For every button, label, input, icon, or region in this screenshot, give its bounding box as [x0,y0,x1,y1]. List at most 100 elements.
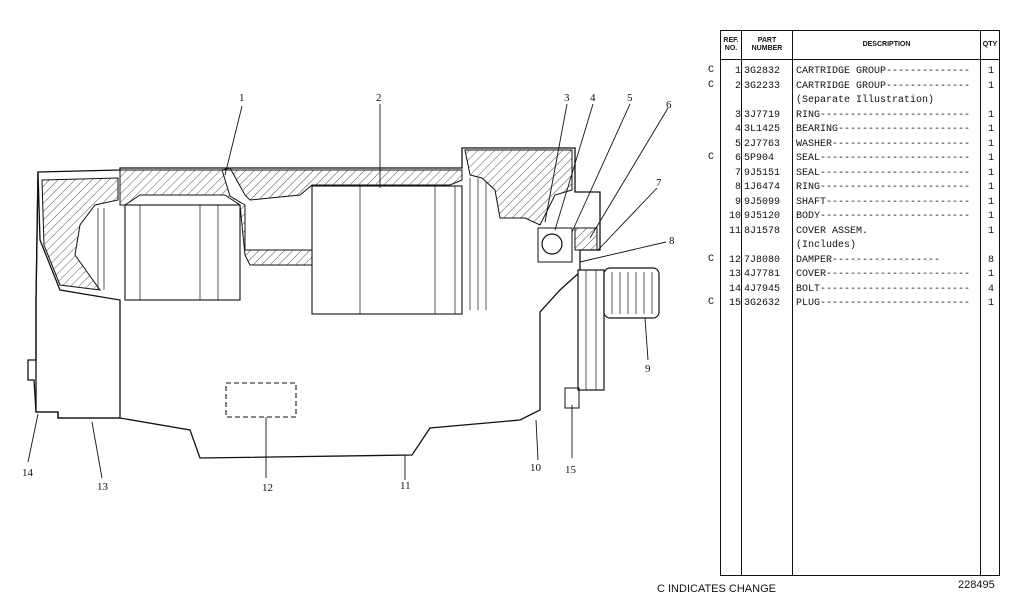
callout-4: 4 [590,92,596,104]
description-cell: CARTRIDGE GROUP-------------- [796,80,971,92]
qty-cell: 1 [987,138,994,150]
change-indicator: C [708,79,715,91]
callout-12: 12 [262,482,273,494]
bearing-ball [541,233,563,255]
part-number-cell: 4J7945 [744,283,781,295]
qty-cell: 1 [987,298,994,309]
callout-15: 15 [565,464,577,476]
table-row: (Separate Illustration) [721,94,1001,108]
description-cell: RING------------------------- [796,182,971,193]
part-number-cell: 9J5120 [744,211,781,222]
qty-cell: 4 [987,283,994,295]
part-number-cell: 3G2632 [744,298,781,309]
description-cell: DAMPER------------------ [796,254,941,266]
part-number-cell: 9J5099 [744,196,781,208]
qty-cell: 1 [987,196,994,208]
qty-cell: 1 [987,225,994,237]
callout-13: 13 [97,481,109,493]
header-ref-no: REF. NO. [721,31,741,60]
callout-10: 10 [530,462,542,474]
callout-8: 8 [669,235,675,247]
description-cell: COVER------------------------ [796,269,971,280]
part-number-cell: 4J7781 [744,269,781,280]
callout-11: 11 [400,480,411,492]
table-row: (Includes) [721,239,1001,253]
ref-cell: 15 [728,298,741,309]
callout-9: 9 [645,363,651,375]
callout-1: 1 [239,92,245,104]
ref-cell: 6 [734,153,741,164]
change-indicator: C [708,253,715,265]
description-cell: (Separate Illustration) [796,95,935,106]
description-cell: BOLT------------------------- [796,283,971,295]
description-cell: COVER ASSEM. [796,225,869,237]
seal-block [574,227,598,251]
part-number-cell: 1J6474 [744,182,781,193]
callout-3: 3 [564,92,570,104]
callout-5: 5 [627,92,633,104]
shaft-spline [603,267,660,319]
drawing-number: 228495 [958,579,995,591]
ref-cell: 12 [728,254,741,266]
description-cell: PLUG------------------------- [796,298,971,309]
description-cell: RING------------------------- [796,109,971,121]
ref-cell: 4 [734,124,741,135]
ref-cell: 3 [734,109,741,121]
ref-cell: 11 [728,225,741,237]
callout-2: 2 [376,92,382,104]
qty-cell: 1 [987,124,994,135]
qty-cell: 1 [987,211,994,222]
damper-outline [225,382,297,418]
ref-cell: 2 [734,80,741,92]
left-cover-hatch [41,177,119,291]
qty-cell: 1 [987,80,994,92]
ref-cell: 13 [728,269,741,280]
left-cover-outline [35,171,121,419]
description-cell: CARTRIDGE GROUP-------------- [796,66,971,77]
cartridge-2 [311,185,463,315]
part-number-cell: 7J8080 [744,254,781,266]
description-cell: (Includes) [796,240,857,251]
qty-cell: 1 [987,153,994,164]
ref-cell: 10 [728,211,741,222]
qty-cell: 1 [987,269,994,280]
description-cell: BODY------------------------- [796,211,971,222]
part-number-cell: 5P904 [744,153,775,164]
pump-section-drawing: 1 2 3 4 5 6 7 8 9 10 11 12 13 14 15 [22,92,675,494]
header-part-number: PART NUMBER [742,31,792,60]
ref-cell: 5 [734,138,741,150]
change-legend: C INDICATES CHANGE [657,583,776,595]
qty-cell: 1 [987,182,994,193]
part-number-cell: 8J1578 [744,225,781,237]
part-number-cell: 3J7719 [744,109,781,121]
description-cell: SEAL------------------------- [796,167,971,179]
description-cell: WASHER----------------------- [796,138,971,150]
ref-cell: 8 [734,182,741,193]
description-cell: SEAL------------------------- [796,153,971,164]
description-cell: BEARING---------------------- [796,124,971,135]
qty-cell: 1 [987,109,994,121]
description-cell: SHAFT------------------------ [796,196,971,208]
cartridge-1 [124,204,241,301]
part-number-cell: 9J5151 [744,167,781,179]
ref-cell: 14 [728,283,741,295]
header-qty: QTY [981,31,999,60]
part-number-cell: 3G2832 [744,66,781,77]
part-number-cell: 2J7763 [744,138,781,150]
change-indicator: C [708,152,715,163]
bearing-race [537,227,573,263]
change-indicator: C [708,297,715,308]
qty-cell: 1 [987,66,994,77]
